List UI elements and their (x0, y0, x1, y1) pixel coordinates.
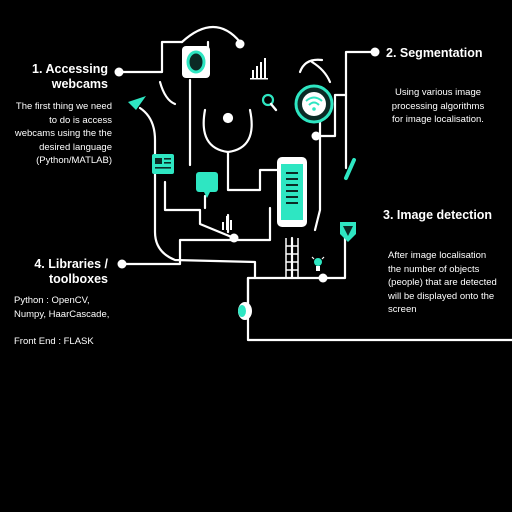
step-4-description: Python : OpenCV, Numpy, HaarCascade, Fro… (14, 294, 134, 348)
step-2-description: Using various image processing algorithm… (380, 86, 496, 127)
step-1-desc-line: The first thing we need (15, 101, 112, 112)
step-3-desc-line: the number of objects (388, 263, 480, 275)
step-4-title: 4. Libraries / toolboxes (0, 257, 108, 287)
bulb-icon (311, 256, 325, 271)
step-1-desc-line: webcams using the the (14, 128, 112, 139)
step-2-title: 2. Segmentation (386, 46, 510, 61)
step-2-desc-line: for image localisation. (392, 114, 484, 125)
shield-icon (340, 222, 356, 242)
step-3-desc-line: will be displayed onto the (388, 290, 495, 302)
step2-dot (370, 47, 380, 57)
paper-plane-icon (128, 96, 146, 110)
arch-dot (235, 39, 245, 49)
step-3-title-line: 3. Image detection (383, 208, 493, 222)
step-4-title-line: 4. Libraries / (34, 257, 108, 271)
step-4-desc-line: Numpy, HaarCascade, (14, 308, 110, 320)
step-1-title-line: 1. Accessing (32, 62, 108, 76)
bar-chart-small-icon (222, 216, 232, 230)
ladder-rail (285, 238, 299, 278)
step-1-title: 1. Accessing webcams (0, 62, 108, 92)
step-1-desc-line: (Python/MATLAB) (36, 155, 112, 166)
step-2-desc-line: Using various image (394, 87, 482, 98)
step-3-desc-line: After image localisation (388, 250, 487, 261)
step-4-desc-line: Python : OpenCV, (14, 295, 90, 306)
step-1-description: The first thing we need to do is access … (0, 100, 112, 168)
step-3-title: 3. Image detection (383, 208, 510, 223)
wifi-icon (294, 84, 334, 124)
connector-lines (117, 26, 512, 342)
stethoscope-icon (222, 112, 234, 124)
mouse-icon (238, 302, 252, 320)
step1-dot (114, 67, 124, 77)
connector-dots (114, 39, 380, 283)
step-3-desc-line: (people) that are detected (388, 277, 497, 288)
webcam-lens-icon (182, 46, 210, 78)
step-3-desc-line: screen (388, 304, 417, 315)
step-1-title-line: webcams (51, 77, 108, 91)
step-2-desc-line: processing algorithms (391, 100, 485, 112)
chat-bubble-icon (196, 172, 218, 198)
segmentation-dot (311, 131, 321, 141)
pen-icon (344, 158, 356, 180)
step3-dot (318, 273, 328, 283)
step-4-title-line: toolboxes (48, 272, 108, 286)
hub-dot (229, 233, 239, 243)
magnifier-icon (261, 93, 278, 112)
step-2-title-line: 2. Segmentation (386, 46, 483, 60)
step-4-desc-line: Front End : FLASK (14, 335, 94, 347)
step-3-description: After image localisation the number of o… (388, 249, 510, 317)
smartphone-icon (277, 157, 307, 227)
step4-dot (117, 259, 127, 269)
step-1-desc-line: to do is access (49, 114, 112, 126)
bar-chart-icon (250, 58, 268, 80)
document-icon (152, 154, 174, 174)
step-1-desc-line: desired language (39, 141, 112, 153)
step-4-desc-line (14, 321, 134, 335)
